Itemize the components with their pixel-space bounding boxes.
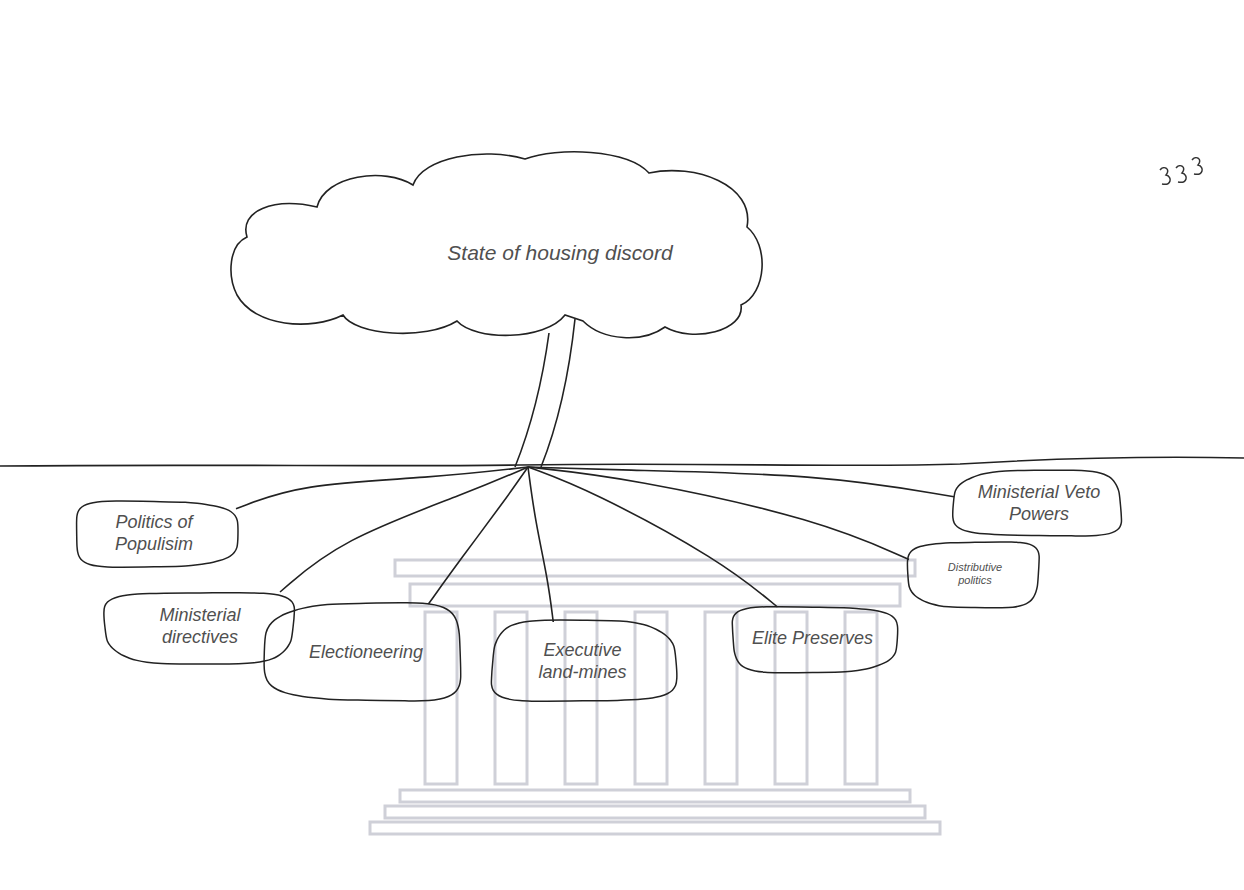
- root-label: Distributive politics: [940, 561, 1010, 587]
- blob-outline: [907, 542, 1039, 608]
- root-label: Ministerial Veto Powers: [974, 482, 1104, 525]
- blob-outline: [732, 607, 897, 673]
- root-blob: Executive land-mines: [485, 618, 680, 706]
- watermark-step: [385, 806, 925, 818]
- root-blob: Ministerial directives: [100, 588, 300, 666]
- blob-outline: [953, 470, 1122, 536]
- watermark-column: [705, 612, 737, 784]
- tree-canopy: State of housing discord: [225, 145, 770, 467]
- root-line: [528, 467, 954, 497]
- root-label: Elite Preserves: [752, 628, 873, 650]
- ground-line: [0, 457, 1244, 466]
- root-blob: Distributive politics: [905, 538, 1045, 610]
- root-line: [236, 467, 528, 509]
- watermark-step: [370, 822, 940, 834]
- root-label: Politics of Populisim: [99, 512, 209, 555]
- watermark-step: [400, 790, 910, 802]
- blob-outline: [264, 603, 461, 701]
- watermark-roof: [395, 560, 915, 576]
- blob-outline: [104, 593, 295, 664]
- node-outline: [225, 145, 770, 467]
- root-line: [528, 467, 778, 607]
- watermark-beam: [410, 584, 900, 606]
- trunk-outline: [515, 319, 575, 467]
- root-label: Executive land-mines: [528, 640, 638, 683]
- root-blob: Elite Preserves: [725, 603, 900, 675]
- root-line: [428, 467, 528, 604]
- root-blob: Ministerial Veto Powers: [950, 468, 1128, 540]
- bird-scribble: [1160, 158, 1202, 185]
- blob-outline: [491, 620, 676, 701]
- root-label: Electioneering: [309, 642, 423, 664]
- watermark-building: [370, 560, 940, 834]
- root-blob: Electioneering: [262, 600, 470, 705]
- root-blob: Politics of Populisim: [68, 498, 240, 570]
- root-line: [528, 467, 553, 622]
- root-label: Ministerial directives: [140, 605, 260, 648]
- root-line: [280, 467, 528, 592]
- watermark-column: [565, 612, 597, 784]
- watermark-column: [495, 612, 527, 784]
- canopy-outline: [231, 152, 762, 338]
- canopy-label: State of housing discord: [447, 240, 672, 265]
- blob-outline: [77, 501, 238, 567]
